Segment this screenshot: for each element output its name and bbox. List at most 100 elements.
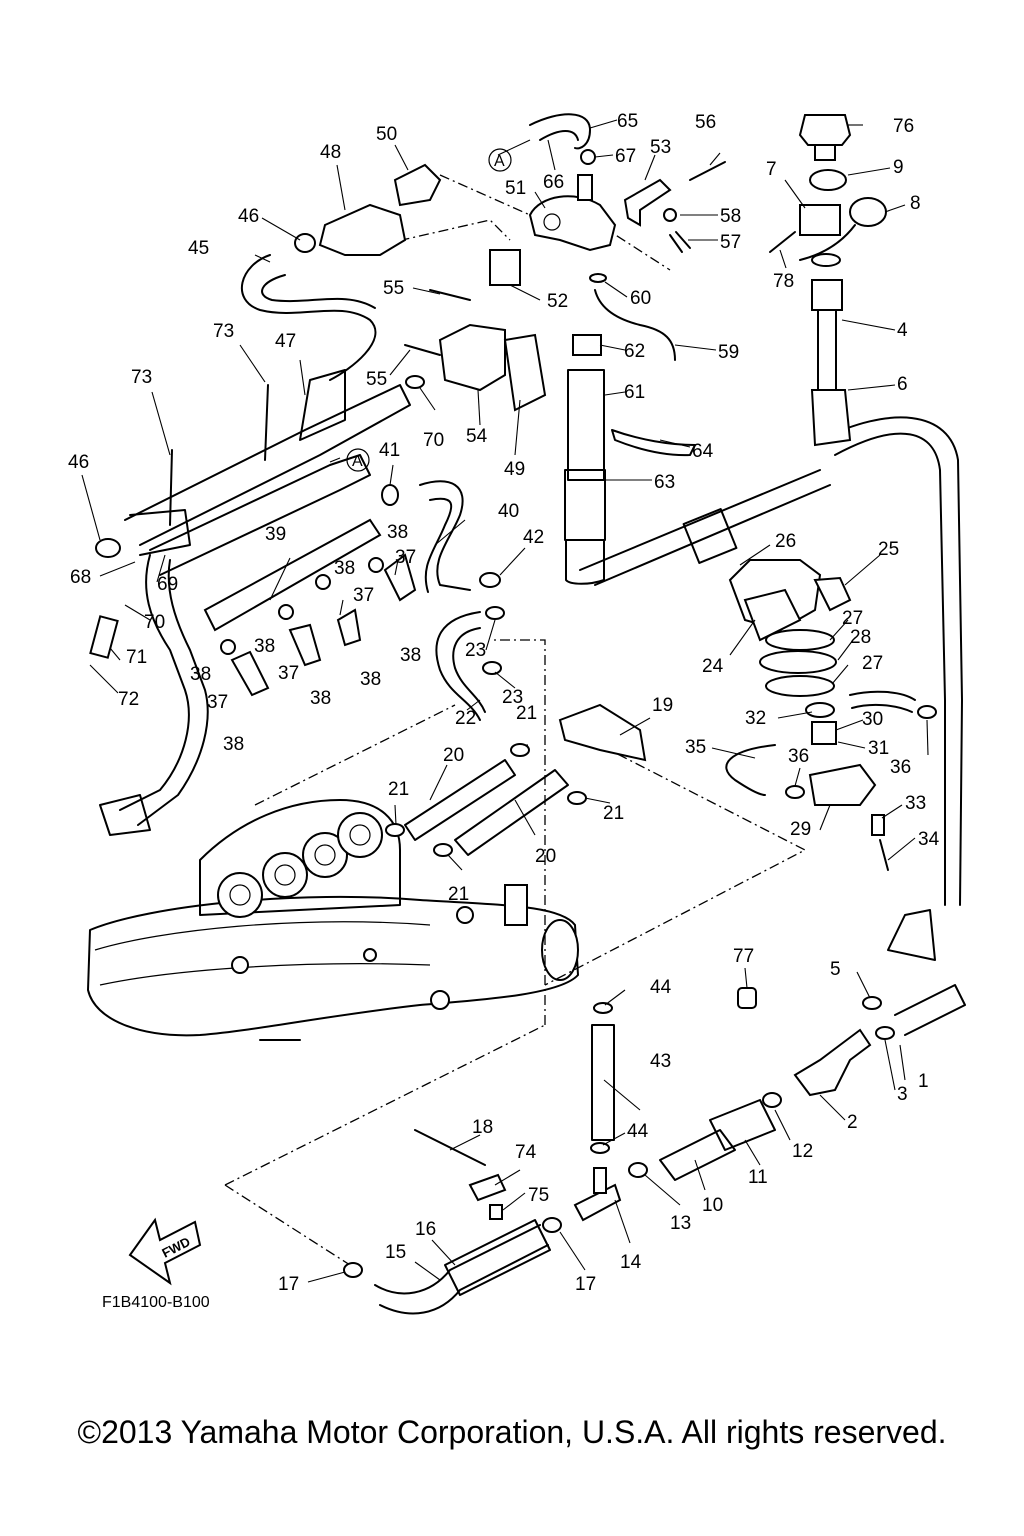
callout-64: 64 — [692, 441, 714, 462]
callout-51: 51 — [505, 178, 526, 199]
callout-66: 66 — [543, 172, 564, 193]
callout-14: 14 — [620, 1252, 642, 1273]
callout-46b: 46 — [68, 452, 89, 473]
reference-mark-a-2: A — [352, 453, 363, 470]
callout-2: 2 — [847, 1112, 858, 1133]
leader-lines — [81, 119, 929, 1283]
callout-8: 8 — [910, 193, 921, 214]
callout-34: 34 — [918, 829, 940, 850]
callout-23b: 23 — [502, 687, 523, 708]
callout-70: 70 — [423, 430, 444, 451]
callout-56: 56 — [695, 112, 716, 133]
callout-29: 29 — [790, 819, 811, 840]
callout-40: 40 — [498, 501, 519, 522]
callout-21b: 21 — [603, 803, 624, 824]
callout-25: 25 — [878, 539, 899, 560]
callout-57: 57 — [720, 232, 741, 253]
callout-38f: 38 — [310, 688, 331, 709]
callout-78: 78 — [773, 271, 794, 292]
callout-33: 33 — [905, 793, 926, 814]
callout-38d: 38 — [190, 664, 211, 685]
callout-31: 31 — [868, 738, 889, 759]
callout-27: 27 — [842, 608, 863, 629]
callout-71: 71 — [126, 647, 147, 668]
callout-27b: 27 — [862, 653, 883, 674]
callout-12: 12 — [792, 1141, 813, 1162]
callout-74: 74 — [515, 1142, 537, 1163]
hoses — [99, 113, 966, 1315]
callout-20b: 20 — [535, 846, 556, 867]
callout-16: 16 — [415, 1219, 436, 1240]
callout-73b: 73 — [131, 367, 152, 388]
callout-20: 20 — [443, 745, 464, 766]
callout-30: 30 — [862, 709, 883, 730]
callout-49: 49 — [504, 459, 525, 480]
callout-77: 77 — [733, 946, 754, 967]
callout-numbers: 1 2 3 4 5 6 7 8 9 10 11 12 13 14 15 16 1… — [68, 111, 940, 1295]
drawing-code: F1B4100-B100 — [102, 1294, 210, 1311]
callout-9: 9 — [893, 157, 904, 178]
callout-23: 23 — [465, 640, 486, 661]
callout-54: 54 — [466, 426, 488, 447]
callout-76: 76 — [893, 116, 914, 137]
callout-37b: 37 — [353, 585, 374, 606]
callout-47: 47 — [275, 331, 296, 352]
callout-67: 67 — [615, 146, 636, 167]
callout-3: 3 — [897, 1084, 908, 1105]
components — [89, 114, 937, 1286]
callout-58: 58 — [720, 206, 741, 227]
callout-45: 45 — [188, 238, 209, 259]
callout-38e: 38 — [223, 734, 244, 755]
callout-6: 6 — [897, 374, 908, 395]
callout-37d: 37 — [207, 692, 228, 713]
callout-19: 19 — [652, 695, 673, 716]
callout-69: 69 — [157, 574, 178, 595]
callout-63: 63 — [654, 472, 675, 493]
callout-36b: 36 — [890, 757, 911, 778]
callout-11: 11 — [748, 1167, 768, 1188]
callout-39: 39 — [265, 524, 286, 545]
callout-22: 22 — [455, 708, 476, 729]
callout-21d: 21 — [448, 884, 469, 905]
callout-55: 55 — [383, 278, 404, 299]
callout-35: 35 — [685, 737, 706, 758]
callout-48: 48 — [320, 142, 341, 163]
callout-38: 38 — [387, 522, 408, 543]
callout-52: 52 — [547, 291, 568, 312]
callout-61: 61 — [624, 382, 645, 403]
callout-42: 42 — [523, 527, 544, 548]
callout-72: 72 — [118, 689, 139, 710]
callout-75: 75 — [528, 1185, 549, 1206]
callout-38b: 38 — [334, 558, 355, 579]
callout-46: 46 — [238, 206, 259, 227]
callout-10: 10 — [702, 1195, 723, 1216]
callout-41: 41 — [379, 440, 400, 461]
callout-38c: 38 — [254, 636, 275, 657]
callout-4: 4 — [897, 320, 908, 341]
callout-65: 65 — [617, 111, 638, 132]
callout-5: 5 — [830, 959, 841, 980]
callout-37c: 37 — [278, 663, 299, 684]
engine-exhaust-assembly — [87, 799, 579, 1041]
callout-73: 73 — [213, 321, 234, 342]
callout-17: 17 — [575, 1274, 596, 1295]
callout-26: 26 — [775, 531, 796, 552]
callout-44b: 44 — [627, 1121, 649, 1142]
callout-21c: 21 — [388, 779, 409, 800]
callout-37: 37 — [395, 547, 416, 568]
callout-60: 60 — [630, 288, 651, 309]
callout-53: 53 — [650, 137, 671, 158]
callout-59: 59 — [718, 342, 739, 363]
callout-7: 7 — [766, 159, 777, 180]
callout-38h: 38 — [400, 645, 421, 666]
callout-43: 43 — [650, 1051, 671, 1072]
callout-28: 28 — [850, 627, 871, 648]
callout-70b: 70 — [144, 612, 165, 633]
callout-13: 13 — [670, 1213, 691, 1234]
callout-32: 32 — [745, 708, 766, 729]
callout-44: 44 — [650, 977, 672, 998]
reference-mark-a: A — [494, 153, 505, 170]
callout-24: 24 — [702, 656, 724, 677]
callout-1: 1 — [918, 1071, 929, 1092]
